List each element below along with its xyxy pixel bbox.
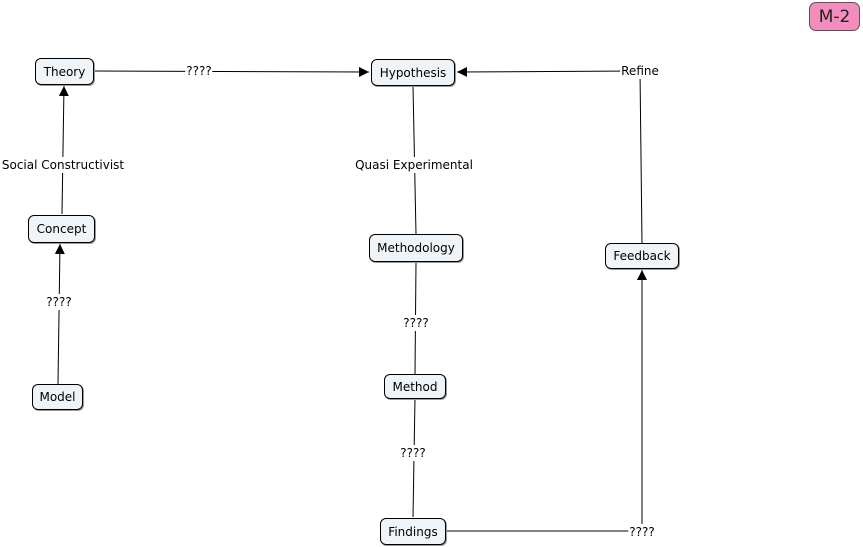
node-method[interactable]: Method [384,374,446,399]
link-label-concept-theory: Social Constructivist [0,157,126,173]
node-methodology[interactable]: Methodology [369,234,463,262]
node-feedback[interactable]: Feedback [605,243,679,269]
link-feedback-hypothesis [456,66,643,244]
link-label-hypothesis-methodology: Quasi Experimental [354,157,474,173]
link-label-method-findings: ???? [399,445,427,461]
link-label-findings-feedback: ???? [628,524,656,540]
map-id-badge: M-2 [809,2,860,31]
link-findings-feedback [446,270,647,532]
link-theory-hypothesis [93,66,370,77]
node-concept[interactable]: Concept [28,215,95,243]
link-model-concept [54,243,65,385]
link-label-feedback-hypothesis: Refine [620,63,660,79]
node-theory[interactable]: Theory [35,58,94,85]
link-label-theory-hypothesis: ???? [185,63,213,79]
link-concept-theory [58,85,69,215]
node-findings[interactable]: Findings [380,518,446,545]
node-hypothesis[interactable]: Hypothesis [371,59,455,86]
link-label-methodology-method: ???? [402,315,430,331]
node-model[interactable]: Model [32,384,83,410]
link-label-model-concept: ???? [45,294,73,310]
